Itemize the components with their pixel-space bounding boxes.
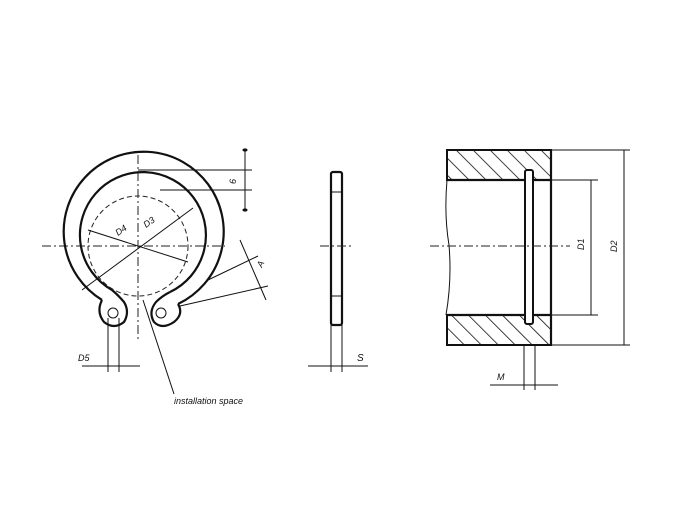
left-lug	[98, 289, 129, 328]
d3-dimension-line	[81, 207, 194, 291]
left-lug-hole	[107, 307, 119, 319]
side-view: S	[308, 170, 368, 372]
label-thickness: S	[357, 353, 364, 364]
label-wall-width: 6	[228, 179, 238, 184]
housing-wall-bottom	[446, 314, 552, 346]
label-d1: D1	[576, 238, 586, 250]
lug-extension-2	[179, 285, 269, 307]
installed-diameter-circle	[87, 195, 189, 297]
label-d4: D4	[113, 223, 128, 238]
break-line	[445, 179, 451, 316]
lug-dimension-line	[239, 239, 267, 301]
ring-in-groove	[524, 169, 534, 325]
label-d2: D2	[609, 240, 619, 252]
section-view: D1 D2 M	[430, 149, 630, 390]
right-lug-hole	[155, 307, 167, 319]
label-d3: D3	[141, 215, 156, 230]
right-lug	[150, 291, 182, 328]
ring-inner-edge	[78, 171, 208, 293]
label-lug-width: A	[254, 259, 266, 270]
housing-wall-top	[446, 149, 552, 181]
ring-outer-edge	[62, 150, 225, 305]
ring-side-profile	[329, 170, 344, 327]
d4-dimension-line	[87, 229, 189, 263]
label-installation-space: installation space	[174, 396, 243, 406]
installation-space-leader	[142, 299, 175, 395]
lug-extension-1	[207, 255, 259, 281]
label-d5: D5	[78, 353, 90, 363]
front-view: D4 D3 6 A D5 installation space	[42, 148, 269, 406]
label-groove-width: M	[497, 372, 505, 382]
